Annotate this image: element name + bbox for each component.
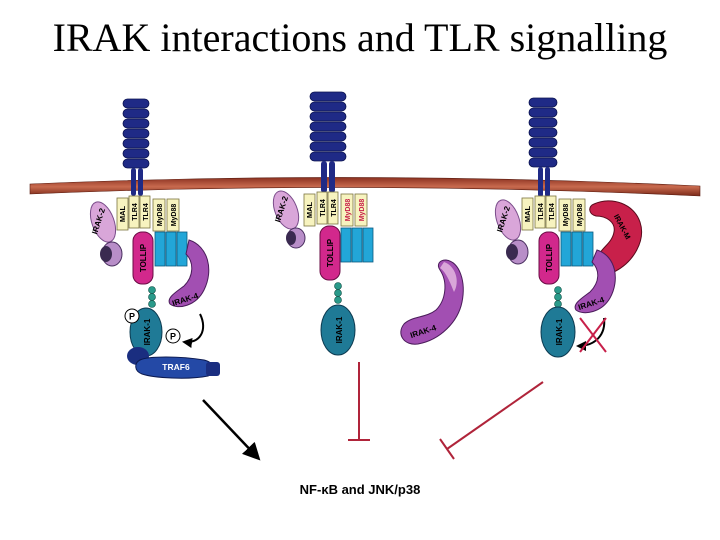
myd88-adaptor: [152, 198, 166, 232]
tlr4-transmembrane: [138, 168, 143, 196]
myd88-adaptor: [558, 198, 572, 232]
irak2-protein: [494, 199, 522, 241]
mal-label: MAL: [305, 201, 314, 218]
myd88-label: MyD88: [171, 204, 178, 227]
myd88-death-domain: [165, 231, 177, 267]
myd88-death-domain: [351, 227, 363, 263]
traf6-protein: [135, 356, 215, 379]
tlr4-tir-domain: [128, 195, 140, 229]
myd88-adaptor: [166, 198, 180, 232]
tollip-protein: [132, 231, 154, 285]
myd88-death-domain: [560, 231, 572, 267]
slide-title: IRAK interactions and TLR signalling: [52, 15, 668, 60]
myd88-label: MyD88: [345, 199, 352, 222]
mal-label: MAL: [523, 205, 532, 222]
irak1-linker: [334, 282, 342, 304]
irak1-label: IRAK-1: [143, 318, 152, 345]
tlr4-label: TLR4: [320, 199, 327, 217]
myd88-death-domain: [340, 227, 352, 263]
tlr4-label: TLR4: [549, 203, 556, 221]
irak4-protein: [168, 239, 210, 308]
myd88-death-domain: [582, 231, 594, 267]
phosphorylation-arrow: [182, 313, 205, 348]
tlr4-label: TLR4: [331, 199, 338, 217]
irak1-protein: [320, 304, 356, 356]
traf6-label: TRAF6: [162, 362, 190, 372]
tlr4-transmembrane: [131, 168, 136, 196]
mal-adaptor: [116, 197, 129, 231]
myd88-label: MyD88: [157, 204, 164, 227]
tlr4-transmembrane: [545, 167, 550, 197]
tlr4-label: TLR4: [143, 203, 150, 221]
tlr4-tir-domain: [327, 191, 339, 225]
block-cross: [579, 317, 607, 353]
tollip-label: TOLLIP: [545, 243, 554, 272]
myd88-death-domain: [176, 231, 188, 267]
myd88-label: MyD88: [577, 204, 584, 227]
phosphate-label: P: [129, 312, 135, 322]
tlr4-ectodomain-stack: [309, 91, 347, 162]
mal-adaptor: [303, 193, 316, 227]
complex-irakm-inhibited: IRAK-2 MAL TLR4 TLR4 MyD88 MyD88 IRAK-M …: [494, 97, 642, 358]
complex-active-signalling: IRAK-2 MAL TLR4 TLR4 MyD88 MyD88 TOLLIP …: [89, 98, 220, 379]
mal-adaptor: [521, 197, 534, 231]
irak1-label: IRAK-1: [335, 316, 344, 343]
tlr4-tir-domain: [316, 191, 328, 225]
phosphate-label: P: [170, 332, 176, 342]
tlr4-transmembrane: [329, 161, 335, 193]
cell-membrane: [29, 177, 701, 197]
inhibition-bar-irakm: [439, 438, 455, 460]
complex-tollip-inhibited: IRAK-2 MAL TLR4 TLR4 MyD88 MyD88 TOLLIP …: [272, 91, 464, 356]
mal-label: MAL: [118, 205, 127, 222]
irak1-linker: [148, 286, 156, 308]
signalling-output-label: NF-κB and JNK/p38: [300, 482, 421, 497]
irak1-label: IRAK-1: [555, 318, 564, 345]
tlr4-ectodomain-stack: [122, 98, 150, 169]
myd88-adaptor: [340, 193, 354, 227]
myd88-label: MyD88: [359, 199, 366, 222]
tlr4-ectodomain-stack: [528, 97, 558, 168]
myd88-adaptor: [354, 193, 368, 227]
tlr4-label: TLR4: [132, 203, 139, 221]
irak4-protein: [574, 249, 616, 314]
tlr4-tir-domain: [139, 195, 151, 229]
myd88-death-domain: [571, 231, 583, 267]
tlr4-tir-domain: [534, 195, 546, 229]
tlr4-transmembrane: [321, 161, 327, 193]
irak1-protein: [540, 306, 576, 358]
tlr4-label: TLR4: [538, 203, 545, 221]
activation-arrow: [202, 399, 261, 461]
tollip-label: TOLLIP: [139, 243, 148, 272]
tlr4-tir-domain: [545, 195, 557, 229]
irak1-linker: [554, 286, 562, 308]
phosphate-marker: [165, 328, 181, 344]
myd88-label: MyD88: [563, 204, 570, 227]
myd88-adaptor: [572, 198, 586, 232]
tollip-protein: [319, 225, 341, 281]
inhibition-line-irakm: [446, 381, 544, 450]
irak4-free-protein: [400, 259, 464, 345]
tlr4-transmembrane: [538, 167, 543, 197]
tollip-label: TOLLIP: [326, 238, 335, 267]
myd88-death-domain: [154, 231, 166, 267]
tollip-protein: [538, 231, 560, 285]
myd88-death-domain: [362, 227, 374, 263]
phosphate-marker: [124, 308, 140, 324]
